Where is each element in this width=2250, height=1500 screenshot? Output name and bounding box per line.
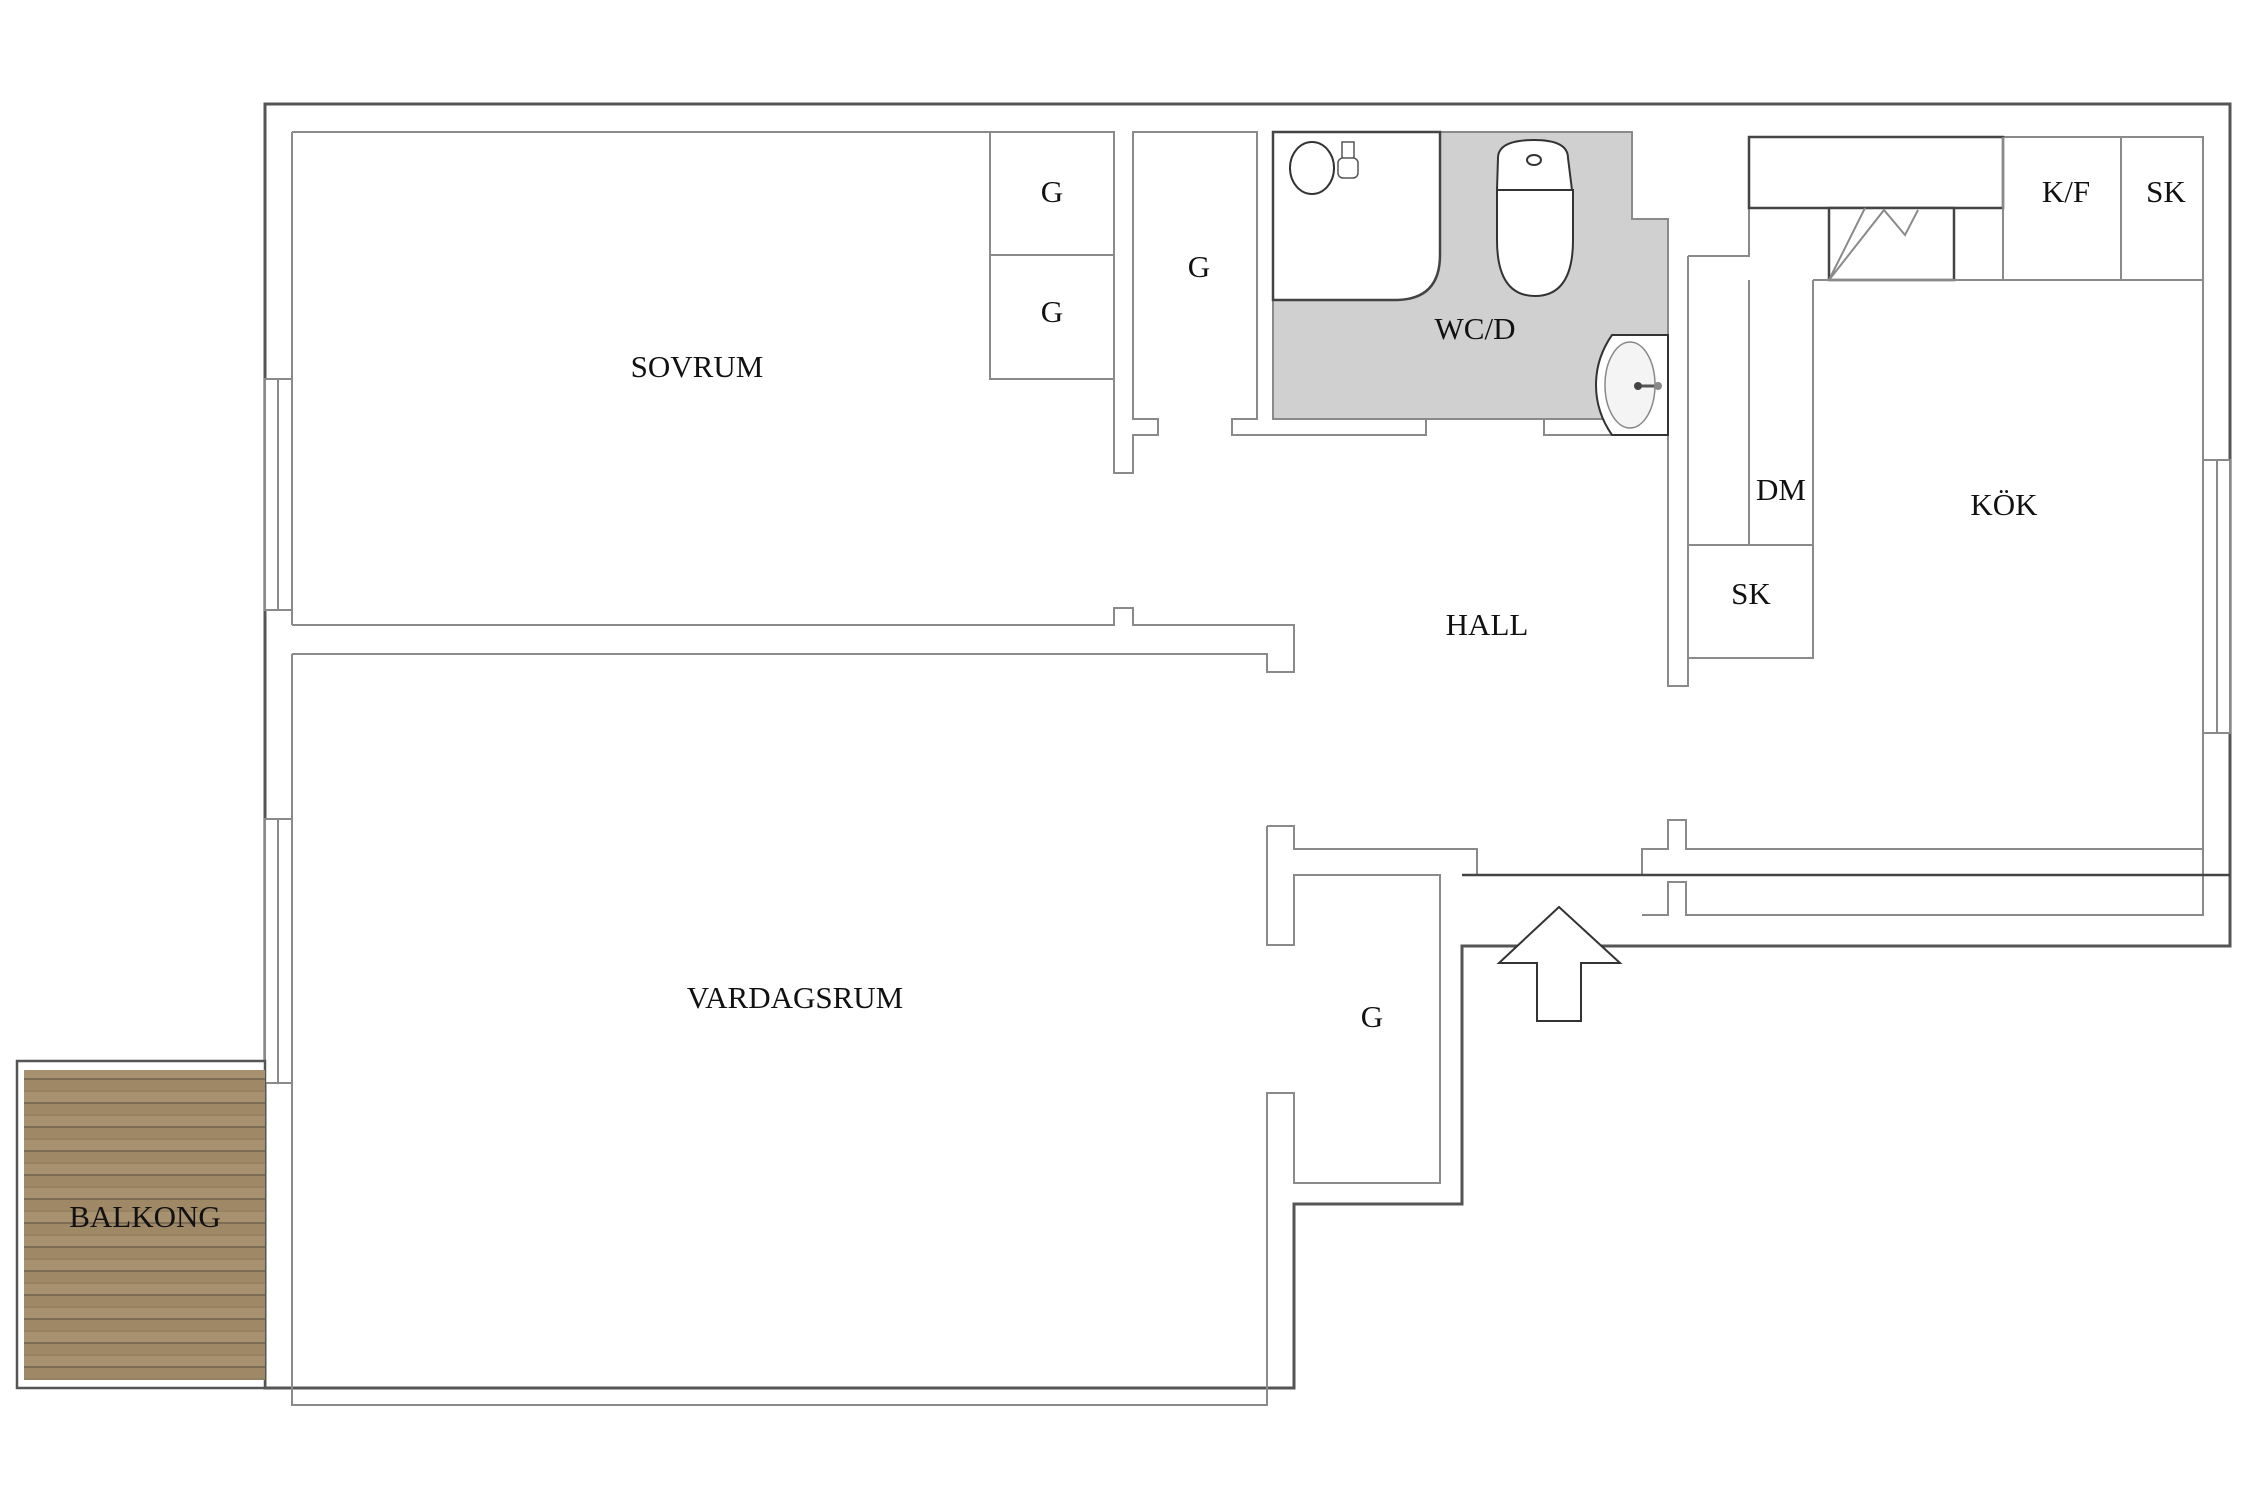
- wc-label: WC/D: [1435, 311, 1516, 346]
- closet-hall-label: G: [1188, 249, 1210, 284]
- balcony-label: BALKONG: [69, 1199, 221, 1234]
- entry-closet-label: G: [1361, 999, 1383, 1034]
- outer-walls: [263, 102, 2232, 1406]
- kitchen-label: KÖK: [1970, 487, 2038, 522]
- entrance-arrow-icon: [1496, 905, 1623, 1022]
- bedroom: [264, 131, 1295, 673]
- wardrobe-label-2: G: [1041, 294, 1063, 329]
- bathroom: WC/D: [1232, 130, 1689, 687]
- dm-label: DM: [1756, 472, 1806, 507]
- toilet-icon: [1495, 138, 1574, 298]
- balcony: BALKONG: [15, 1059, 267, 1390]
- living-room-label: VARDAGSRUM: [687, 980, 904, 1015]
- wardrobes: G G G: [989, 131, 1210, 380]
- sk-hall-label: SK: [1731, 576, 1771, 611]
- sink-icon: [1594, 334, 1669, 436]
- living-room: G VARDAGSRUM: [264, 625, 2230, 1204]
- sk-kitchen-label: SK: [2146, 174, 2186, 209]
- stove-icon: [1747, 135, 2005, 210]
- hall-label: HALL: [1446, 607, 1529, 642]
- kitchen: K/F SK DM SK KÖK: [1642, 135, 2231, 916]
- bedroom-label: SOVRUM: [631, 349, 764, 384]
- kf-label: K/F: [2042, 174, 2090, 209]
- wardrobe-label-1: G: [1041, 174, 1063, 209]
